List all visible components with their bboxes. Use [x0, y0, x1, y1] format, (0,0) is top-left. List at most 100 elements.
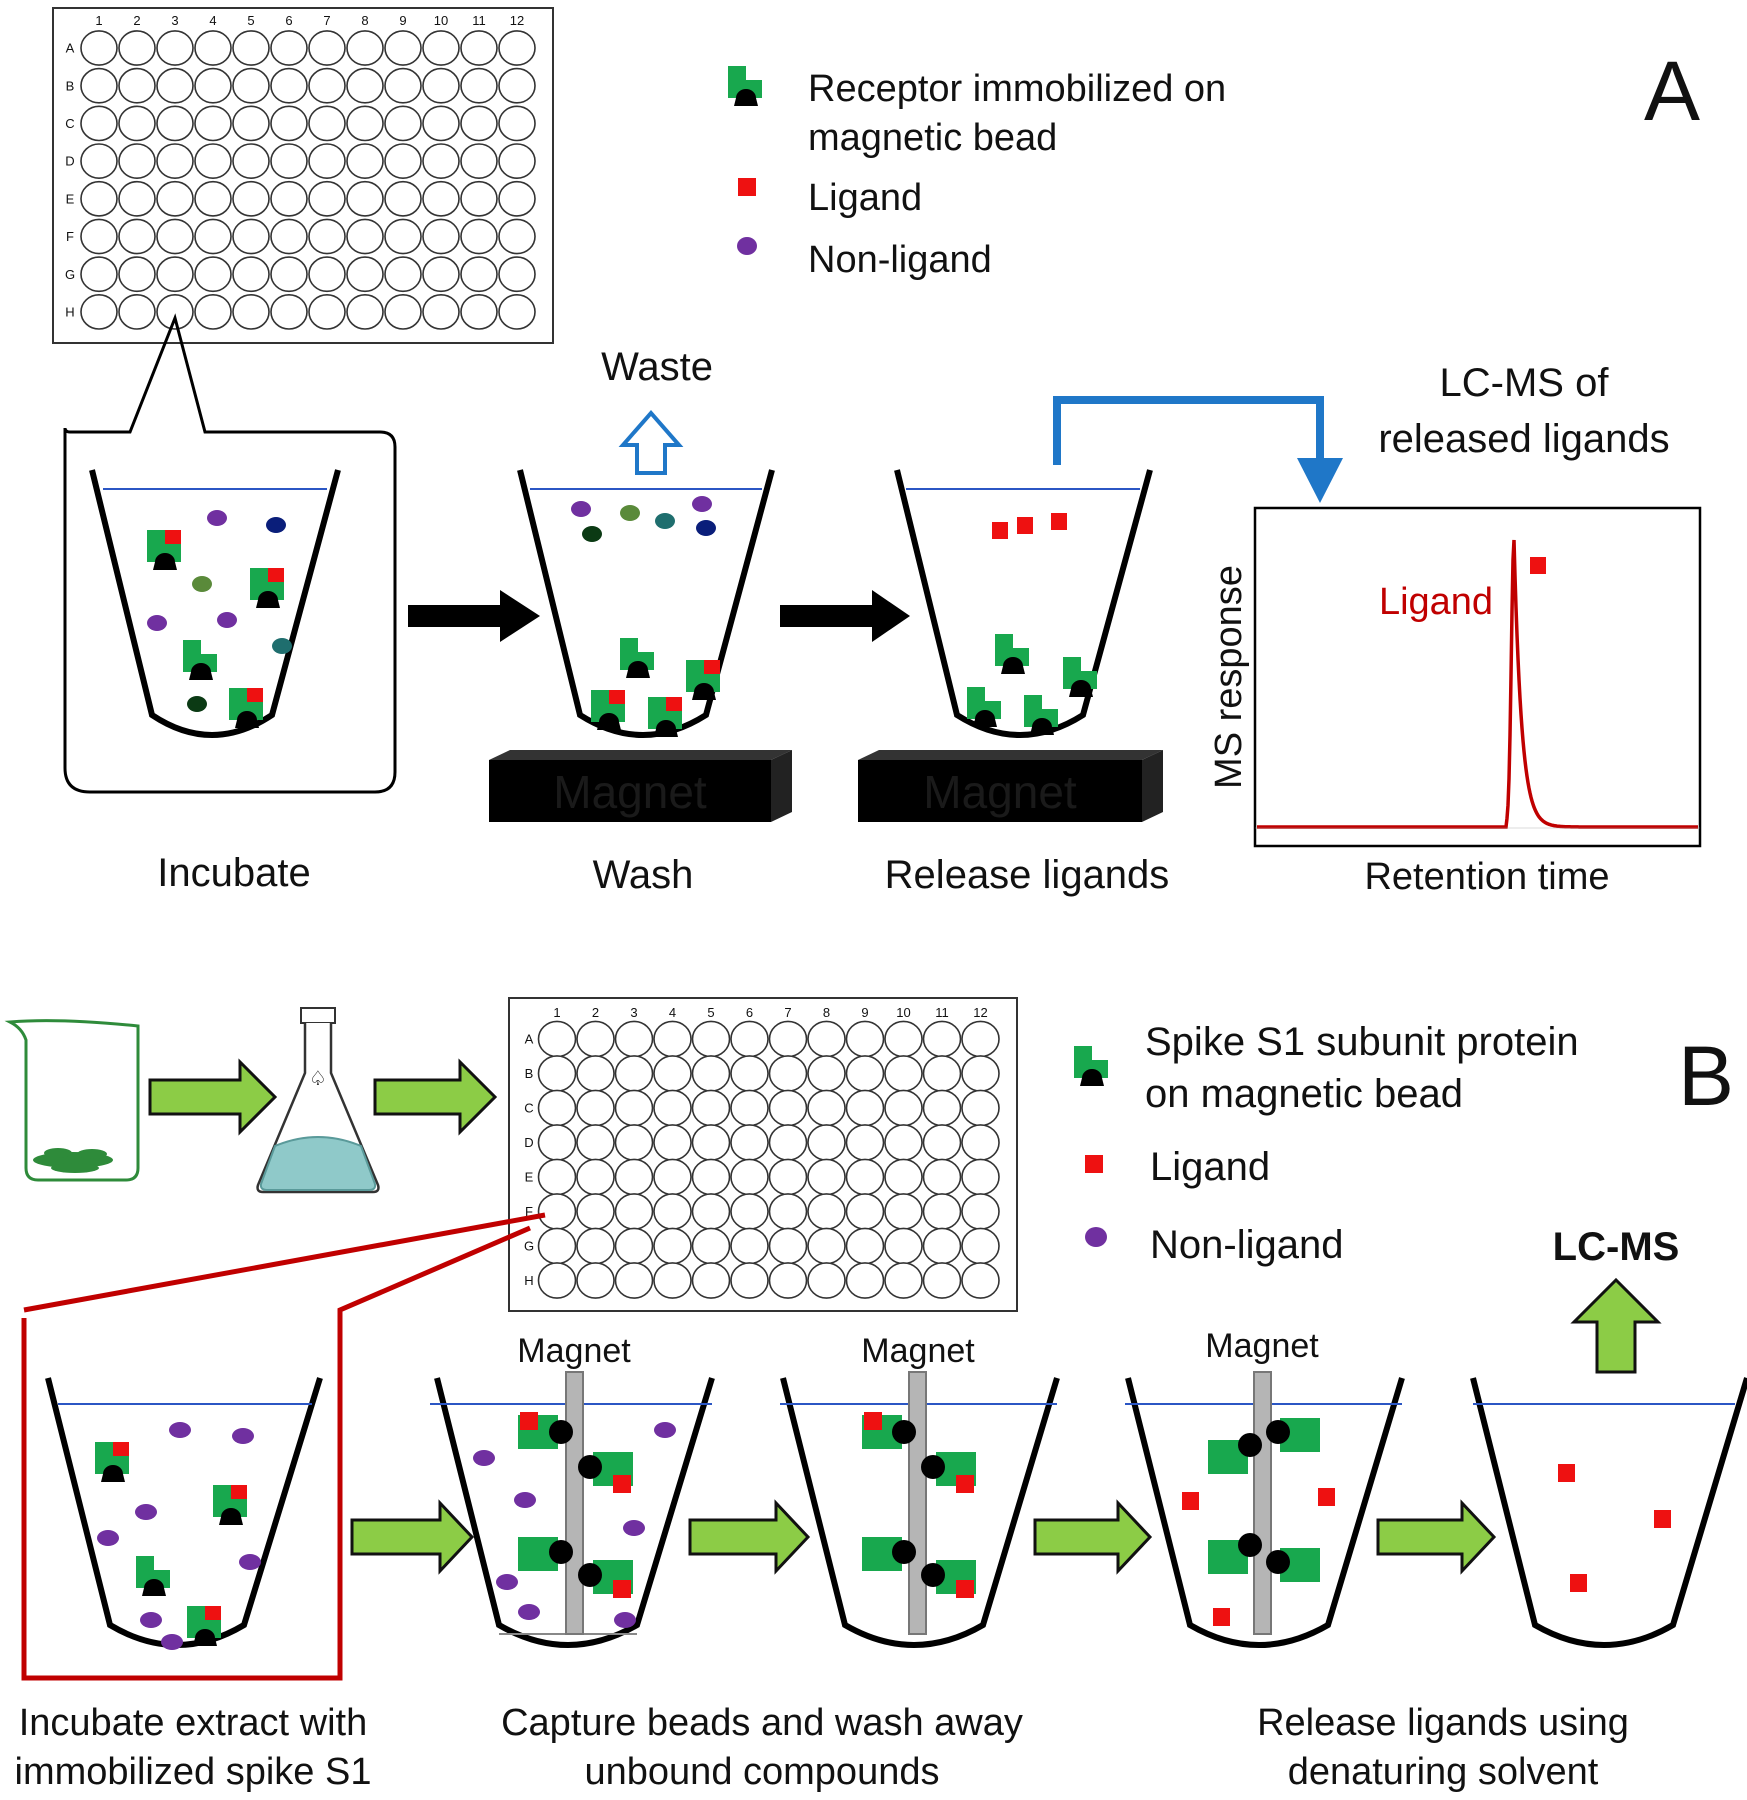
plate-a-well: [498, 293, 536, 330]
plate-a-well: [156, 143, 194, 180]
plate-a-well: [232, 293, 270, 330]
plate-a-row-label: F: [66, 229, 74, 244]
plate-a-well: [194, 293, 232, 330]
flask-icon: ♤: [256, 1007, 380, 1194]
plate-a-col-label: 7: [323, 13, 330, 28]
ligand-square-icon: [738, 178, 756, 196]
plate-b-col-label: 3: [630, 1005, 637, 1020]
plate-b-well: [537, 1193, 577, 1230]
plate-b-well: [768, 1193, 808, 1230]
plate-b-row-label: F: [525, 1204, 533, 1219]
plate-b-well: [730, 1055, 769, 1092]
plate-a-well: [384, 256, 422, 293]
plate-b-well: [922, 1227, 962, 1265]
plate-a-well: [232, 105, 270, 142]
plate-a-well: [308, 218, 346, 255]
plate-a-well: [346, 143, 384, 180]
plate-b-well: [576, 1089, 615, 1127]
legend-ligand-a: Ligand: [808, 177, 922, 219]
plate-a-well: [308, 180, 346, 217]
plate-b-well: [961, 1193, 1000, 1230]
non-ligand-dot-icon: [737, 237, 757, 255]
plate-a-well: [384, 143, 422, 180]
plate-a-well: [194, 256, 232, 293]
panel-letter-a: A: [1644, 44, 1700, 138]
plate-a-row-label: D: [65, 154, 74, 169]
plate-b-col-label: 4: [669, 1005, 676, 1020]
plate-a-well: [308, 67, 346, 104]
plate-b-well: [961, 1055, 1000, 1092]
legend-ligand-b: Ligand: [1150, 1145, 1270, 1189]
plate-a-well: [232, 67, 270, 104]
non-ligand-dot-icon: [1085, 1227, 1107, 1247]
plate-b-row-label: H: [524, 1273, 533, 1288]
x-axis-label: Retention time: [1364, 856, 1609, 898]
plate-b-well: [653, 1227, 692, 1265]
plate-b-well: [730, 1158, 769, 1196]
plate-b-well: [961, 1227, 1000, 1265]
plate-a-well: [308, 105, 346, 142]
plate-b-well: [922, 1020, 962, 1058]
plate-b-col-label: 1: [553, 1005, 560, 1020]
plate-b-well: [691, 1262, 731, 1299]
well-b-capture: [430, 1371, 715, 1648]
plate-a-well: [194, 143, 232, 180]
plate-b-well: [653, 1020, 692, 1058]
plate-a-well: [270, 218, 308, 255]
plate-b-well: [730, 1089, 769, 1127]
step-incubate: Incubate: [157, 851, 310, 895]
plate-a-well: [80, 30, 118, 66]
plate-a-well: [80, 143, 118, 180]
plate-b-well: [922, 1158, 962, 1196]
callout-bubble-a: [63, 313, 397, 794]
plate-a-well: [80, 180, 118, 217]
plate-a-well: [118, 218, 156, 255]
green-arrow-icon: [373, 1058, 498, 1136]
plate-a-well: [270, 256, 308, 293]
plate-a-well: [422, 180, 460, 217]
plate-a-well: [270, 105, 308, 142]
plate-b-well: [807, 1055, 846, 1092]
well-b-ligands: [1470, 1377, 1747, 1648]
plate-b-well: [691, 1227, 731, 1265]
well-b-incubate: [45, 1377, 323, 1650]
well-b-release: [1125, 1371, 1405, 1648]
plate-b-well: [576, 1055, 615, 1092]
plate-a-well: [308, 30, 346, 66]
legend-spike-line2: on magnetic bead: [1145, 1072, 1463, 1116]
plate-a-well: [118, 180, 156, 217]
plate-b-well: [768, 1020, 808, 1058]
plate-b-well: [537, 1262, 577, 1299]
plate-a-row-label: H: [65, 304, 74, 319]
magnet-block-wash: Magnet: [489, 750, 792, 822]
callout-box-b: [21, 1225, 531, 1681]
plate-a-well: [80, 67, 118, 104]
plate-b-well: [614, 1262, 654, 1299]
plate-b-row-label: C: [524, 1101, 533, 1116]
plate-b-well: [961, 1158, 1000, 1196]
plate-b-well: [961, 1124, 1000, 1161]
plate-a-well: [460, 143, 498, 180]
legend-receptor-line1: Receptor immobilized on: [808, 68, 1226, 110]
plate-a-well: [118, 143, 156, 180]
plate-a-well: [194, 218, 232, 255]
magnet-label-a2: Magnet: [923, 766, 1077, 818]
plate-b-well: [576, 1193, 615, 1230]
plate-a-well: [346, 180, 384, 217]
chromatogram: Ligand MS response Retention time: [1208, 506, 1702, 898]
plate-a-col-label: 1: [95, 13, 102, 28]
step-release: Release ligands: [885, 853, 1170, 897]
plate-a-row-label: E: [66, 191, 75, 206]
plate-a-well: [156, 30, 194, 66]
plate-b-well: [961, 1262, 1000, 1299]
caption-incubate-line2: immobilized spike S1: [15, 1751, 372, 1793]
plate-b-well: [614, 1055, 654, 1092]
plate-b-row-label: D: [524, 1135, 533, 1150]
plate-a-well: [460, 67, 498, 104]
plate-b-well: [576, 1020, 615, 1058]
plate-b-col-label: 6: [746, 1005, 753, 1020]
lcms-arrow-head-icon: [1297, 458, 1343, 503]
plate-b-well: [961, 1089, 1000, 1127]
